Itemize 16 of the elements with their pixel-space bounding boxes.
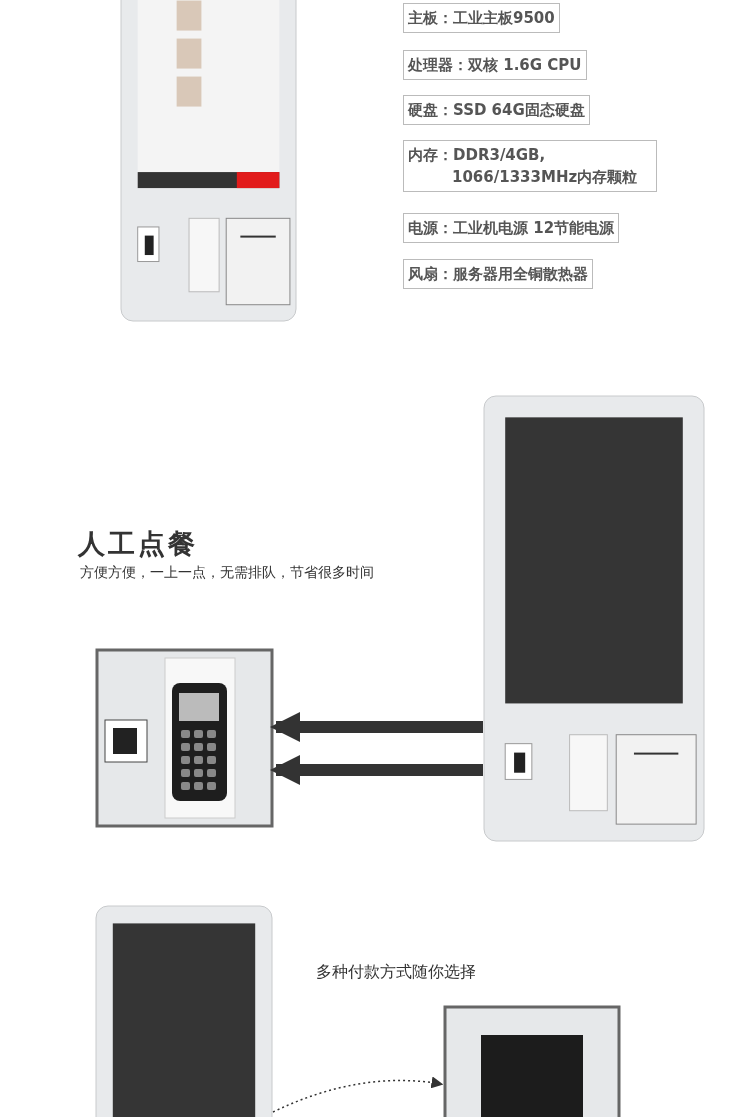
- spec-box: 电源：工业机电源 12节能电源: [403, 213, 620, 243]
- card-reader-drawing: [443, 1005, 621, 1117]
- kiosk-drawing: [95, 905, 273, 1117]
- arrow: [270, 755, 483, 785]
- subtitle: 多种付款方式随你选择: [316, 962, 476, 983]
- arrow: [270, 712, 483, 742]
- spec-box: 硬盘：SSD 64G固态硬盘: [403, 95, 590, 125]
- spec-box: 风扇：服务器用全铜散热器: [403, 259, 593, 289]
- arrow: [272, 1076, 444, 1113]
- subtitle: 方便方便，一上一点，无需排队，节省很多时间: [80, 564, 374, 582]
- spec-box: 内存：DDR3/4GB, 1066/1333MHz内存颗粒: [403, 140, 657, 192]
- heading: 人工点餐: [78, 527, 198, 561]
- kiosk-drawing: [483, 395, 705, 842]
- spec-box: 处理器：双核 1.6G CPU: [403, 50, 587, 80]
- spec-box: 主板：工业主板9500: [403, 3, 560, 33]
- payment-terminal-drawing: [95, 648, 274, 828]
